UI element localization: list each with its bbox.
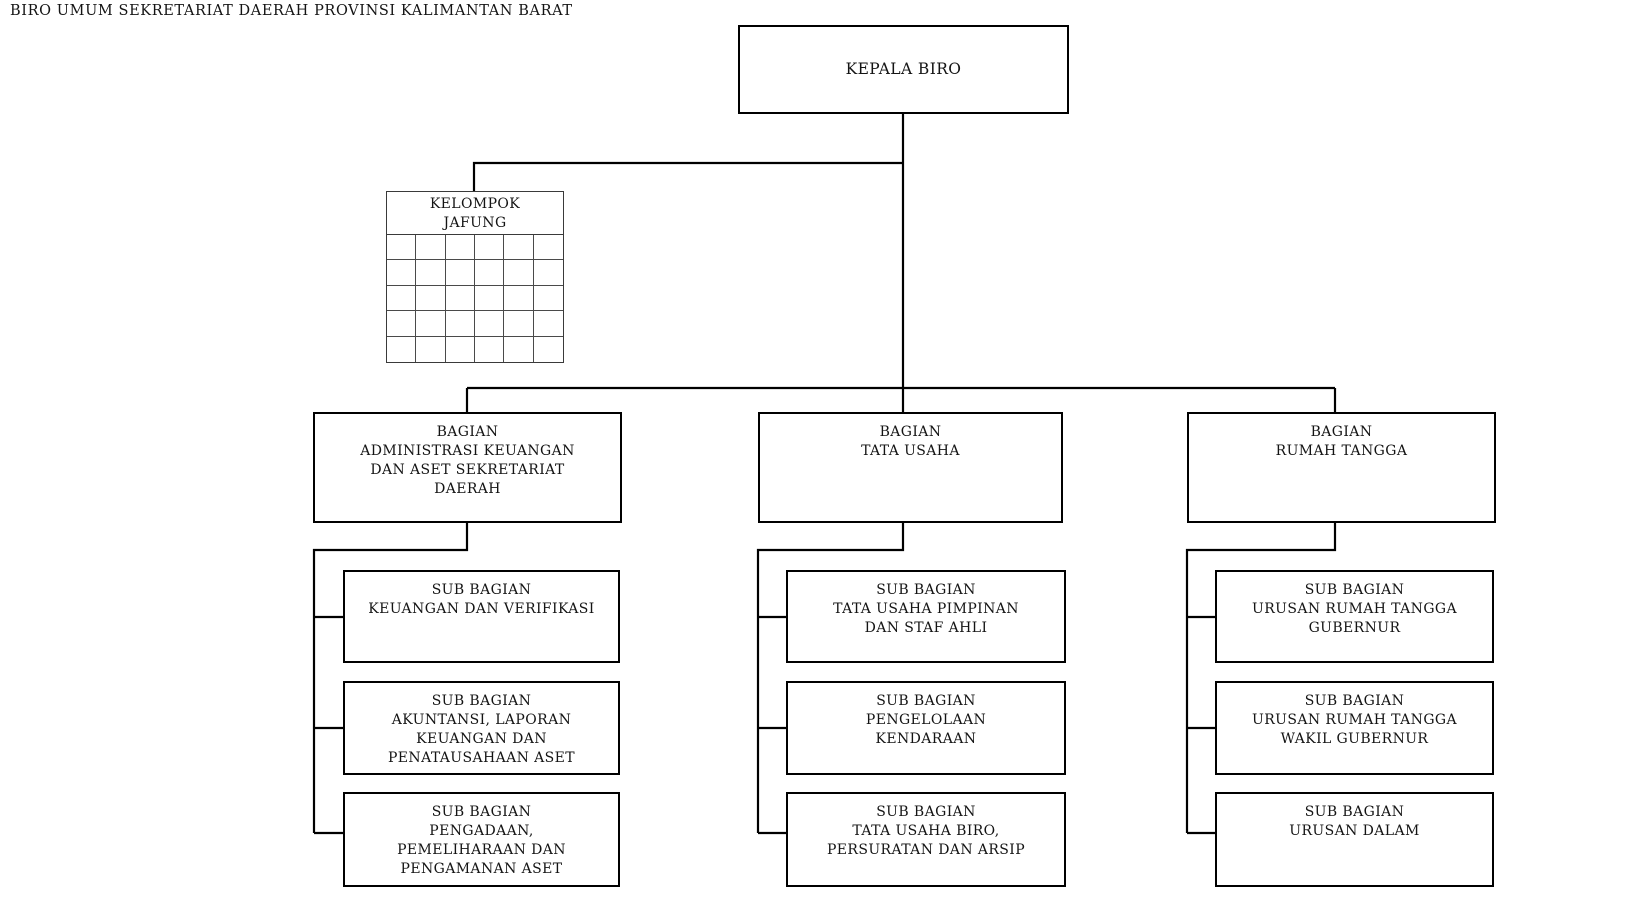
org-box-label: KEPALA BIRO — [845, 60, 962, 78]
jafung-grid-cell — [446, 336, 475, 362]
jafung-grid-cell — [416, 336, 446, 362]
jafung-grid-cell — [475, 235, 505, 261]
jafung-grid-cell — [504, 260, 534, 286]
org-box-bagian-administrasi-keuangan: BAGIAN ADMINISTRASI KEUANGAN DAN ASET SE… — [313, 412, 622, 523]
connector-functional-group — [472, 161, 903, 191]
jafung-grid-cell — [504, 285, 534, 312]
org-box-label: BAGIAN ADMINISTRASI KEUANGAN DAN ASET SE… — [360, 424, 575, 497]
jafung-grid-cell — [387, 311, 417, 337]
jafung-grid-cell — [445, 311, 475, 337]
jafung-grid-cell — [387, 235, 417, 261]
jafung-grid-cell — [534, 337, 563, 362]
org-box-label: BAGIAN RUMAH TANGGA — [1275, 424, 1408, 459]
org-box-sub-rumah-tangga-wakil-gubernur: SUB BAGIAN URUSAN RUMAH TANGGA WAKIL GUB… — [1215, 681, 1494, 775]
jafung-grid-cell — [504, 311, 534, 337]
org-box-label: SUB BAGIAN URUSAN RUMAH TANGGA WAKIL GUB… — [1252, 693, 1457, 747]
page-title: BIRO UMUM SEKRETARIAT DAERAH PROVINSI KA… — [10, 3, 573, 19]
jafung-grid-cell — [475, 285, 505, 312]
connector-col1-trunk — [312, 523, 469, 833]
org-box-bagian-tata-usaha: BAGIAN TATA USAHA — [758, 412, 1063, 523]
jafung-grid-cell — [533, 235, 563, 261]
jafung-grid-cell — [533, 286, 563, 312]
org-box-label: SUB BAGIAN TATA USAHA PIMPINAN DAN STAF … — [833, 582, 1019, 636]
org-box-label: SUB BAGIAN PENGADAAN, PEMELIHARAAN DAN P… — [397, 804, 566, 877]
jafung-grid-cell — [387, 336, 417, 362]
org-box-label: SUB BAGIAN AKUNTANSI, LAPORAN KEUANGAN D… — [387, 693, 575, 766]
jafung-grid-cell — [416, 260, 446, 286]
jafung-grid-cell — [504, 235, 534, 261]
org-box-label: SUB BAGIAN URUSAN RUMAH TANGGA GUBERNUR — [1252, 582, 1457, 636]
org-box-label: KELOMPOK JAFUNG — [429, 196, 521, 231]
org-box-kelompok-jafung: KELOMPOK JAFUNG — [386, 191, 564, 235]
org-box-label: SUB BAGIAN PENGELOLAAN KENDARAAN — [865, 693, 987, 747]
jafung-grid — [386, 234, 564, 363]
org-box-label: SUB BAGIAN URUSAN DALAM — [1289, 804, 1420, 839]
org-box-kepala-biro: KEPALA BIRO — [738, 25, 1069, 114]
connector-col2-trunk — [756, 523, 905, 833]
jafung-grid-cell — [387, 285, 417, 312]
connector-col3-trunk — [1185, 523, 1337, 833]
jafung-grid-cell — [475, 311, 505, 337]
org-box-sub-rumah-tangga-gubernur: SUB BAGIAN URUSAN RUMAH TANGGA GUBERNUR — [1215, 570, 1494, 663]
org-box-sub-keuangan-verifikasi: SUB BAGIAN KEUANGAN DAN VERIFIKASI — [343, 570, 620, 663]
org-box-sub-pengadaan-pemeliharaan: SUB BAGIAN PENGADAAN, PEMELIHARAAN DAN P… — [343, 792, 620, 887]
org-box-label: SUB BAGIAN TATA USAHA BIRO, PERSURATAN D… — [826, 804, 1026, 858]
org-box-sub-tu-pimpinan-staf-ahli: SUB BAGIAN TATA USAHA PIMPINAN DAN STAF … — [786, 570, 1066, 663]
jafung-grid-cell — [445, 260, 475, 286]
jafung-grid-cell — [475, 260, 505, 286]
org-box-sub-akuntansi-laporan: SUB BAGIAN AKUNTANSI, LAPORAN KEUANGAN D… — [343, 681, 620, 775]
jafung-grid-cell — [416, 285, 446, 312]
org-box-label: BAGIAN TATA USAHA — [861, 424, 960, 459]
org-box-sub-tu-biro-persuratan-arsip: SUB BAGIAN TATA USAHA BIRO, PERSURATAN D… — [786, 792, 1066, 887]
org-box-sub-urusan-dalam: SUB BAGIAN URUSAN DALAM — [1215, 792, 1494, 887]
org-box-label: SUB BAGIAN KEUANGAN DAN VERIFIKASI — [368, 582, 595, 617]
jafung-grid-cell — [533, 260, 563, 286]
jafung-grid-cell — [416, 235, 446, 261]
jafung-grid-cell — [504, 336, 534, 362]
org-box-sub-pengelolaan-kendaraan: SUB BAGIAN PENGELOLAAN KENDARAAN — [786, 681, 1066, 775]
jafung-grid-cell — [475, 336, 505, 362]
org-box-bagian-rumah-tangga: BAGIAN RUMAH TANGGA — [1187, 412, 1496, 523]
jafung-grid-cell — [416, 311, 446, 337]
jafung-grid-cell — [445, 235, 475, 261]
jafung-grid-cell — [533, 311, 563, 337]
jafung-grid-cell — [445, 285, 475, 312]
jafung-grid-cell — [387, 260, 417, 286]
